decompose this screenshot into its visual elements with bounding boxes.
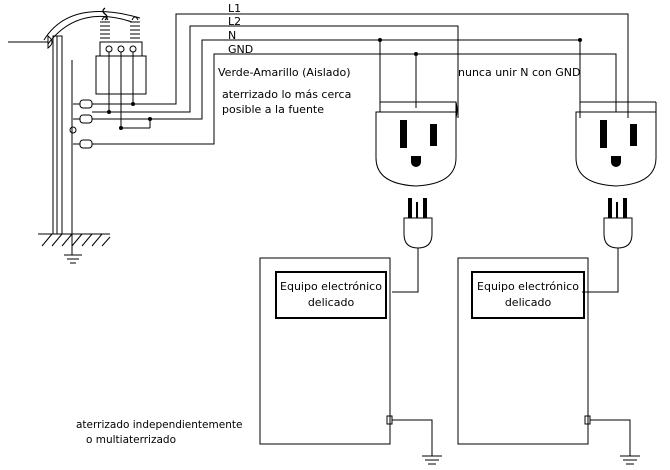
ground-symbol-source	[64, 254, 82, 264]
plug-2	[582, 198, 633, 293]
earth-hatch	[38, 233, 111, 247]
label-l1: L1	[228, 2, 241, 15]
outlet-1	[375, 101, 458, 187]
equipment-2-line1: Equipo electrónico	[477, 280, 579, 293]
ground-symbol-equipment-2	[620, 455, 640, 465]
equipment-1-line1: Equipo electrónico	[280, 280, 382, 293]
label-gnd: GND	[228, 43, 253, 56]
note-green-yellow: Verde-Amarillo (Aislado)	[218, 66, 351, 79]
wire-l1	[92, 13, 629, 118]
note-grounded-close-1: aterrizado lo más cerca	[222, 88, 351, 101]
wire-l2	[92, 25, 459, 118]
equipment-2-line2: delicado	[505, 296, 552, 309]
service-pole	[8, 11, 141, 255]
plug-1	[392, 198, 433, 293]
outlet-2	[575, 101, 657, 187]
note-independent-1: aterrizado independientemente	[76, 419, 242, 431]
transformer	[95, 7, 147, 128]
equipment-cabinet-1: Equipo electrónico delicado	[259, 257, 433, 456]
note-grounded-close-2: posible a la fuente	[222, 103, 324, 116]
note-never-join: nunca unir N con GND	[458, 66, 580, 79]
wire-gnd	[92, 52, 617, 145]
wire-n	[92, 38, 582, 120]
pole-connectors	[73, 99, 93, 149]
label-n: N	[228, 29, 236, 42]
label-l2: L2	[228, 15, 241, 28]
note-independent-2: o multiaterrizado	[86, 434, 176, 446]
ground-symbol-equipment-1	[422, 455, 442, 465]
equipment-cabinet-2: Equipo electrónico delicado	[457, 257, 631, 456]
equipment-1-line2: delicado	[308, 296, 355, 309]
